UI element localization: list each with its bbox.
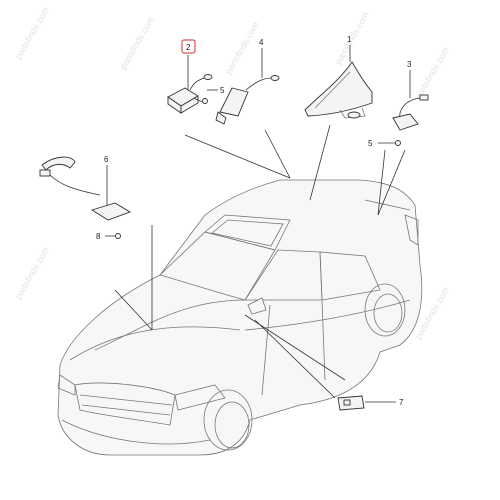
part-4-antenna-cable: 4 bbox=[215, 38, 280, 125]
front-wheel bbox=[214, 401, 250, 449]
part-3-antenna-cable: 3 5 bbox=[368, 60, 429, 148]
callout-6: 6 bbox=[104, 155, 109, 164]
watermark-2: partsfinds.com bbox=[118, 15, 156, 71]
hood-line bbox=[69, 326, 241, 361]
callout-2-box bbox=[181, 39, 196, 54]
rear-side-window bbox=[319, 251, 381, 301]
connector-7-tab bbox=[343, 399, 351, 406]
pointer-6b-to-car bbox=[114, 289, 153, 331]
pointer-7b-to-car bbox=[254, 319, 336, 399]
grille-bar-1 bbox=[79, 394, 173, 406]
callout-7: 7 bbox=[399, 398, 404, 407]
cable-4-connector bbox=[219, 87, 249, 117]
screw-8 bbox=[115, 233, 121, 239]
cable-6-bracket bbox=[41, 156, 76, 171]
front-wheel-arch bbox=[203, 389, 253, 451]
cable-6-clip bbox=[39, 169, 51, 177]
part-6-antenna-cable: 6 8 bbox=[39, 155, 132, 241]
cable-4-end bbox=[270, 75, 280, 81]
connector-7-body bbox=[337, 395, 365, 411]
callout-5b: 5 bbox=[368, 139, 373, 148]
sunroof-inner bbox=[211, 219, 284, 247]
amplifier-side-2 bbox=[180, 95, 199, 114]
pointer-2-to-car bbox=[184, 134, 291, 179]
beltline bbox=[244, 299, 411, 331]
cable-4-plug bbox=[215, 111, 227, 125]
pointer-1-to-car bbox=[309, 124, 331, 201]
shark-fin-body bbox=[304, 61, 373, 117]
trunk-line bbox=[364, 199, 411, 211]
watermark-6: partsfinds.com bbox=[13, 245, 51, 301]
shark-fin-nut bbox=[347, 111, 361, 119]
callout-1: 1 bbox=[347, 35, 352, 44]
headlight-left bbox=[57, 374, 76, 396]
hood-crease bbox=[94, 299, 246, 351]
pointer-7-to-car bbox=[244, 314, 346, 381]
watermark-5: partsfinds.com bbox=[413, 45, 451, 101]
rear-wheel bbox=[373, 293, 403, 333]
cable-3-module bbox=[392, 113, 419, 131]
watermark-1: partsfinds.com bbox=[13, 5, 51, 61]
pointer-4-to-car bbox=[264, 129, 291, 179]
cable-6-wire bbox=[49, 174, 101, 196]
grille bbox=[74, 382, 176, 426]
cable-4-wire bbox=[245, 77, 273, 91]
callout-5a: 5 bbox=[220, 86, 225, 95]
part-2-antenna-amplifier: 2 5 bbox=[167, 39, 225, 114]
screw-5b bbox=[395, 140, 401, 146]
car-illustration bbox=[57, 179, 423, 456]
amplifier-connector bbox=[203, 74, 213, 80]
amplifier-stud bbox=[202, 98, 208, 104]
part-7-connector: 7 bbox=[337, 395, 404, 411]
front-bumper bbox=[61, 419, 211, 445]
pointer-3-to-car bbox=[377, 149, 406, 216]
watermark-3: partsfinds.com bbox=[223, 20, 261, 76]
car-body bbox=[57, 179, 423, 456]
callout-3: 3 bbox=[407, 60, 412, 69]
pointer-lines bbox=[114, 124, 406, 399]
headlight-right bbox=[174, 384, 226, 411]
cable-3-end bbox=[419, 94, 429, 101]
rear-wheel-arch bbox=[364, 283, 406, 337]
callout-4: 4 bbox=[259, 38, 264, 47]
watermark-4: partsfinds.com bbox=[333, 10, 371, 66]
tail-light bbox=[404, 214, 419, 246]
callout-8: 8 bbox=[96, 232, 101, 241]
shark-fin-ridge bbox=[314, 71, 351, 109]
windshield bbox=[159, 231, 276, 301]
pointer-5b-to-car bbox=[377, 149, 386, 216]
callout-2: 2 bbox=[186, 43, 191, 52]
grille-bar-2 bbox=[81, 404, 171, 416]
door-line-2 bbox=[261, 304, 271, 396]
side-mirror bbox=[247, 297, 267, 315]
amplifier-cable bbox=[189, 76, 207, 91]
part-1-shark-fin-antenna: 1 bbox=[304, 35, 373, 119]
cable-6-module bbox=[90, 202, 132, 221]
